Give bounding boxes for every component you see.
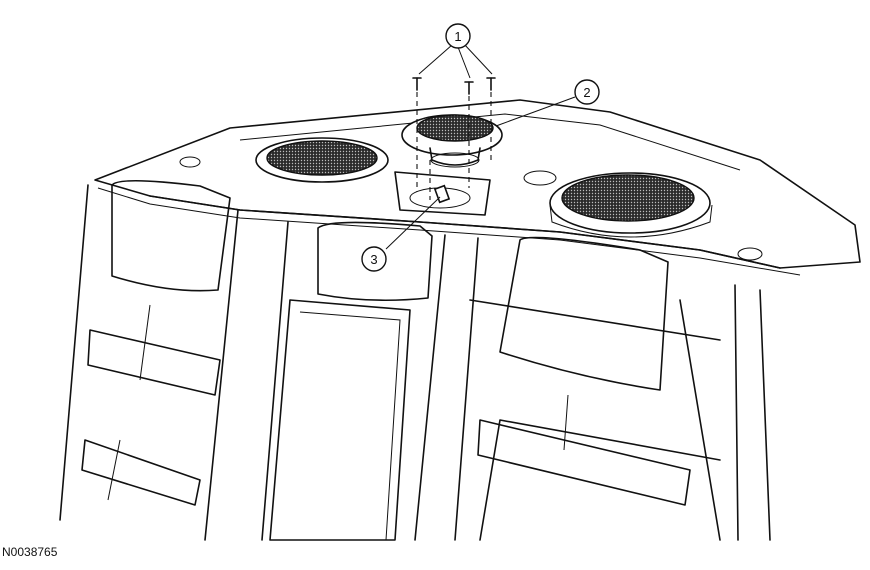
left-speaker: [255, 137, 389, 183]
screw-icon: [464, 81, 474, 95]
callout-2: 2: [574, 79, 600, 105]
screw-icon: [486, 77, 496, 91]
callout-1: 1: [445, 23, 471, 49]
callout-3: 3: [361, 246, 387, 272]
callout-3-number: 3: [370, 252, 377, 267]
callout-2-number: 2: [583, 85, 590, 100]
figure-id: N0038765: [2, 545, 58, 559]
right-speaker: [549, 172, 713, 238]
screw-icon: [412, 77, 422, 91]
speaker-grille-icon: [266, 140, 378, 176]
leader-lines: [385, 43, 576, 250]
package-tray: [94, 99, 861, 276]
alignment-lines: [416, 92, 492, 200]
rear-seatbacks: [59, 179, 771, 541]
callout-1-number: 1: [454, 29, 461, 44]
